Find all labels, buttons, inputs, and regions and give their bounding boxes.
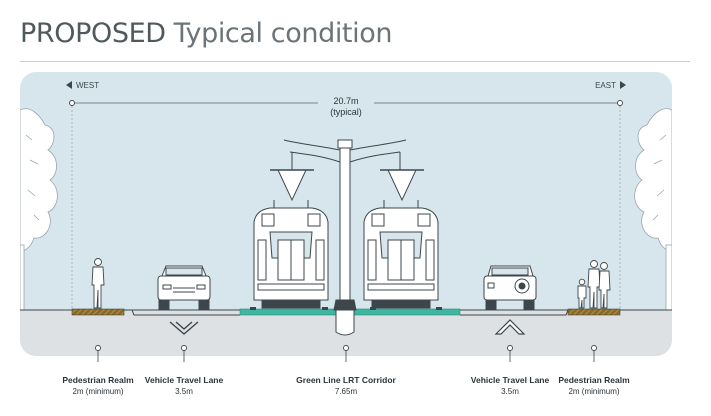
zone-label-pedestrian-east: Pedestrian Realm bbox=[558, 375, 630, 385]
east-label: EAST bbox=[595, 81, 616, 90]
zone-label-vehicle-west: Vehicle Travel Lane bbox=[145, 375, 224, 385]
zone-label-lrt-corridor: Green Line LRT Corridor bbox=[296, 375, 396, 385]
zone-label-vehicle-east: Vehicle Travel Lane bbox=[471, 375, 550, 385]
zone-markers bbox=[95, 345, 597, 351]
pedestrian-group-right-icon bbox=[577, 260, 611, 309]
road-surface bbox=[20, 307, 672, 336]
title-divider bbox=[20, 61, 690, 62]
pole-foundation bbox=[335, 309, 355, 336]
zone-label-pedestrian-west: Pedestrian Realm bbox=[62, 375, 134, 385]
zone-width-lrt-corridor: 7.65m bbox=[335, 387, 358, 396]
suv-westbound-icon bbox=[157, 265, 211, 310]
title-proposed: PROPOSED bbox=[20, 18, 166, 49]
pantograph-right-icon bbox=[380, 169, 424, 202]
planting-strip-right bbox=[567, 308, 621, 316]
dimension-value: 20.7m bbox=[333, 96, 358, 106]
zone-width-vehicle-west: 3.5m bbox=[175, 387, 193, 396]
zone-width-pedestrian-east: 2m (minimum) bbox=[568, 387, 619, 396]
zone-width-vehicle-east: 3.5m bbox=[501, 387, 519, 396]
west-label: WEST bbox=[76, 81, 99, 90]
arrow-down-icon bbox=[169, 321, 199, 335]
west-arrow-icon bbox=[66, 81, 72, 89]
suv-eastbound-icon bbox=[483, 265, 537, 310]
curb-left bbox=[124, 309, 240, 316]
planting-strip-left bbox=[71, 308, 125, 316]
east-arrow-icon bbox=[620, 81, 626, 89]
lrt-train-eastbound-icon bbox=[363, 200, 439, 309]
title-typical-condition: Typical condition bbox=[173, 18, 393, 49]
lrt-train-westbound-icon bbox=[253, 200, 329, 309]
arrow-up-icon bbox=[494, 319, 526, 335]
dimension-note: (typical) bbox=[330, 107, 362, 117]
zone-width-pedestrian-west: 2m (minimum) bbox=[72, 387, 123, 396]
pedestrian-left-icon bbox=[91, 258, 105, 309]
catenary-pole-icon bbox=[283, 139, 407, 311]
dimension-line bbox=[69, 94, 623, 310]
